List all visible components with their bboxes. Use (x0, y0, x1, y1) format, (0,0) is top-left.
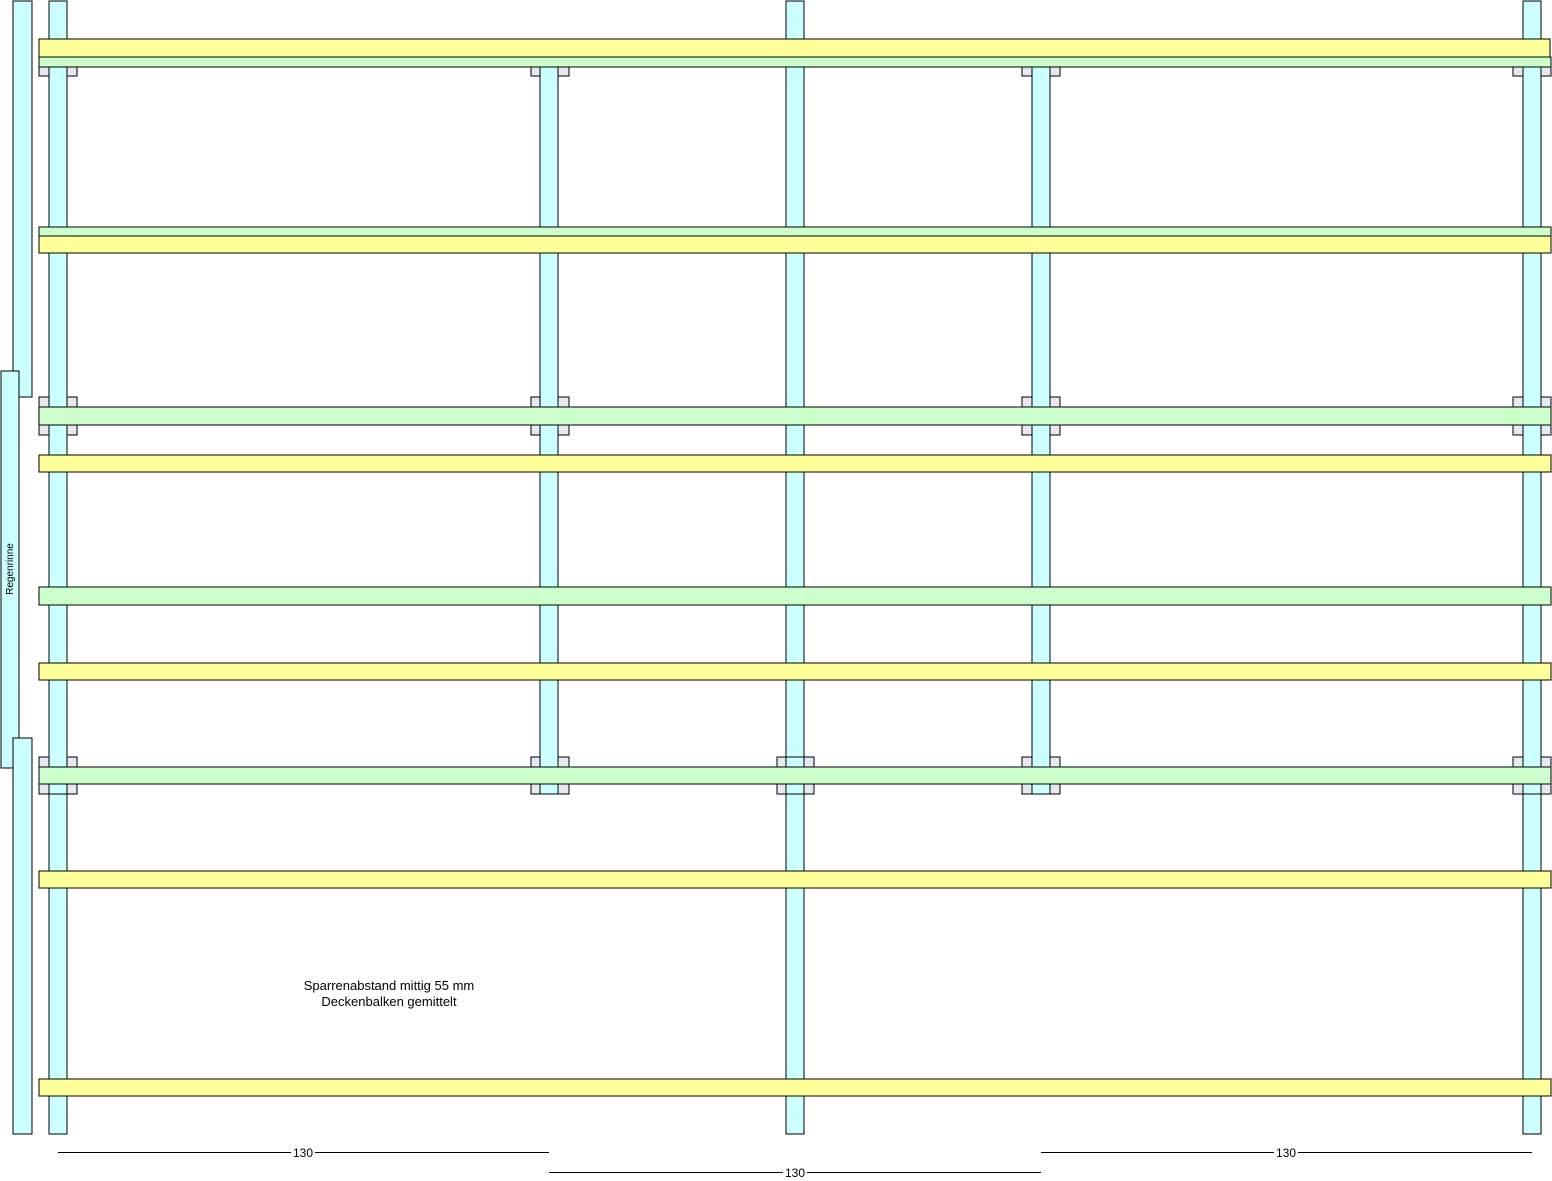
gutter-upper (12, 0, 33, 398)
post-right-overlay (1522, 65, 1542, 795)
rafter-1 (38, 56, 1552, 68)
purlin-5 (38, 870, 1552, 889)
gutter-middle (0, 370, 20, 769)
note-line-1: Sparrenabstand mittig 55 mm (304, 978, 475, 993)
gutter-group: Regenrinne (0, 0, 33, 1135)
rafter-2 (38, 226, 1552, 237)
post-inner-right-overlay (1031, 65, 1051, 795)
posts-group (48, 0, 1542, 1135)
rafter-4 (38, 586, 1552, 606)
dimension-label-bg (291, 1145, 315, 1159)
purlin-3 (38, 454, 1552, 473)
note-line-2: Deckenbalken gemittelt (321, 994, 457, 1009)
post-inner-left-overlay (539, 65, 559, 795)
gutter-lower (12, 737, 33, 1135)
purlin-1 (38, 38, 1551, 58)
dimension-label-bg (1274, 1145, 1298, 1159)
dimension-labels: 130 130 130 (291, 1145, 1298, 1180)
rafter-3 (38, 406, 1552, 426)
post-center (785, 0, 805, 1135)
rafters-group (38, 56, 1552, 785)
purlins-group (38, 38, 1552, 1097)
purlin-6 (38, 1078, 1552, 1097)
post-left-overlay (48, 65, 68, 795)
purlin-4 (38, 662, 1552, 681)
purlin-2 (38, 235, 1552, 254)
dimension-label-bg (783, 1165, 807, 1179)
dimension-label-right: 130 (1276, 1146, 1296, 1160)
note-group: Sparrenabstand mittig 55 mm Deckenbalken… (304, 978, 475, 1009)
rafter-5 (38, 766, 1552, 785)
dimension-label-left: 130 (293, 1146, 313, 1160)
gutter-label: Regenrinne (5, 543, 16, 595)
dimension-label-center: 130 (785, 1166, 805, 1180)
